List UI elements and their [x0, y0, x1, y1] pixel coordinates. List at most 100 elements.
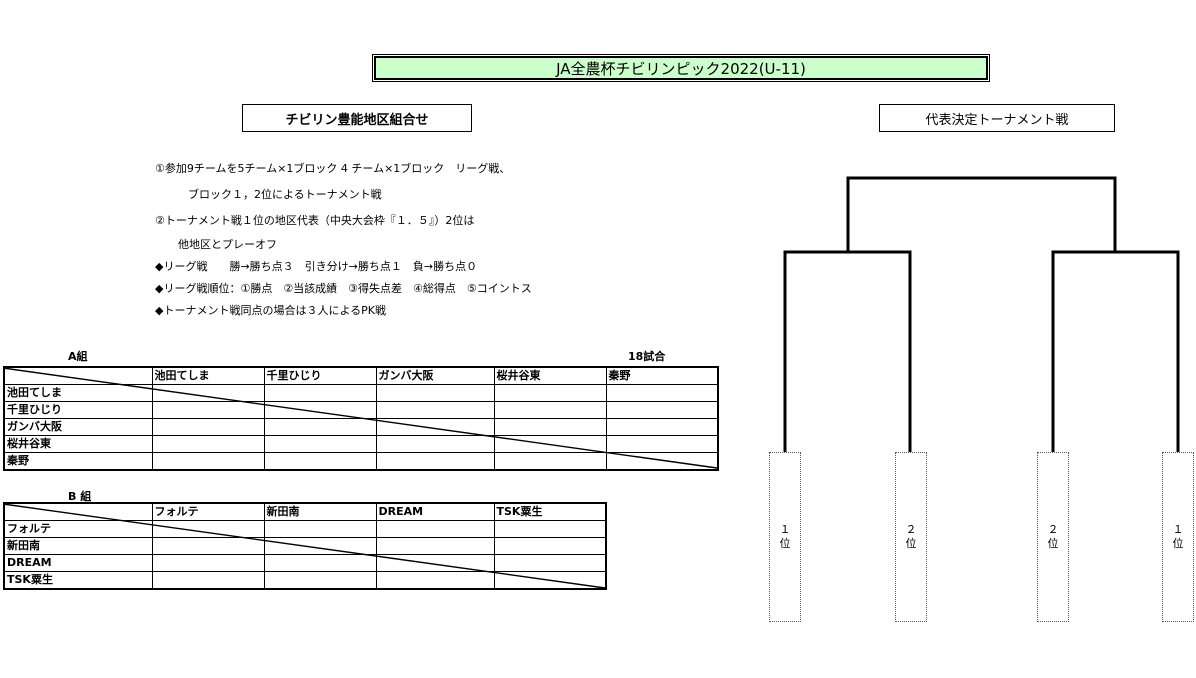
slot-1: １ 位: [769, 452, 801, 622]
score-cell: [151, 418, 265, 436]
slot-suffix: 位: [1047, 537, 1059, 550]
row-header: 秦野: [3, 452, 153, 471]
score-cell: [263, 520, 377, 538]
score-cell: [263, 435, 377, 453]
slot-rank: ２: [905, 523, 917, 536]
row-header: TSK粟生: [3, 571, 153, 590]
column-header: フォルテ: [151, 502, 265, 521]
note-line-1: ①参加9チームを5チーム×1ブロック 4 チーム×1ブロック リーグ戦、: [155, 162, 511, 175]
group-b-label: B 組: [68, 490, 92, 503]
score-cell: [263, 384, 377, 402]
score-cell: [151, 452, 265, 471]
score-cell: [493, 435, 607, 453]
score-cell: [605, 435, 719, 453]
score-cell: [151, 384, 265, 402]
slot-4: １ 位: [1162, 452, 1194, 622]
group-b-table: フォルテ 新田南 DREAM TSK粟生 フォルテ 新田南 DREAM TSK粟…: [3, 502, 607, 590]
table-header-row: フォルテ 新田南 DREAM TSK粟生: [3, 502, 607, 521]
column-header: TSK粟生: [493, 502, 607, 521]
note-line-2: ブロック１，2位によるトーナメント戦: [188, 188, 382, 201]
table-row: フォルテ: [3, 520, 607, 538]
note-line-6: ◆リーグ戦順位：①勝点 ②当該成績 ③得失点差 ④総得点 ⑤コイントス: [155, 282, 532, 295]
score-cell: [375, 401, 495, 419]
slot-2: ２ 位: [895, 452, 927, 622]
score-cell: [151, 520, 265, 538]
tournament-bracket: [783, 176, 1180, 452]
score-cell: [263, 537, 377, 555]
score-cell: [151, 571, 265, 590]
score-cell: [375, 537, 495, 555]
score-cell: [151, 435, 265, 453]
score-cell: [151, 401, 265, 419]
score-cell: [605, 384, 719, 402]
score-cell: [263, 571, 377, 590]
score-cell: [263, 418, 377, 436]
slot-suffix: 位: [905, 537, 917, 550]
score-cell: [375, 554, 495, 572]
row-header: 新田南: [3, 537, 153, 555]
slot-3: ２ 位: [1037, 452, 1069, 622]
corner-cell: [3, 502, 153, 521]
score-cell: [263, 452, 377, 471]
score-cell: [375, 384, 495, 402]
score-cell: [493, 537, 607, 555]
table-row: 秦野: [3, 452, 719, 471]
table-row: TSK粟生: [3, 571, 607, 590]
group-a-match-count: 18試合: [628, 350, 666, 363]
column-header: ガンバ大阪: [375, 366, 495, 385]
score-cell: [493, 452, 607, 471]
score-cell: [493, 571, 607, 590]
row-header: ガンバ大阪: [3, 418, 153, 436]
note-line-4: 他地区とプレーオフ: [178, 238, 277, 251]
note-line-3: ②トーナメント戦１位の地区代表（中央大会枠『１．５』）2位は: [155, 214, 475, 227]
score-cell: [151, 554, 265, 572]
column-header: 新田南: [263, 502, 377, 521]
group-a-label: A組: [68, 350, 88, 363]
table-row: ガンバ大阪: [3, 418, 719, 436]
score-cell: [375, 520, 495, 538]
row-header: DREAM: [3, 554, 153, 572]
corner-cell: [3, 366, 153, 385]
column-header: 池田てしま: [151, 366, 265, 385]
slot-rank: １: [779, 523, 791, 536]
slot-rank: １: [1172, 523, 1184, 536]
score-cell: [375, 435, 495, 453]
page-title: JA全農杯チビリンピック2022(U-11): [372, 54, 990, 82]
row-header: 池田てしま: [3, 384, 153, 402]
column-header: DREAM: [375, 502, 495, 521]
group-a-table: 池田てしま 千里ひじり ガンバ大阪 桜井谷東 秦野 池田てしま 千里ひじり ガン…: [3, 366, 719, 471]
score-cell: [493, 520, 607, 538]
score-cell: [493, 401, 607, 419]
score-cell: [605, 401, 719, 419]
score-cell: [493, 384, 607, 402]
slot-rank: ２: [1047, 523, 1059, 536]
note-line-5: ◆リーグ戦 勝→勝ち点３ 引き分け→勝ち点１ 負→勝ち点０: [155, 260, 478, 273]
score-cell: [375, 571, 495, 590]
table-row: DREAM: [3, 554, 607, 572]
score-cell: [263, 401, 377, 419]
bracket-final: [846, 176, 1117, 252]
score-cell: [375, 418, 495, 436]
score-cell: [605, 418, 719, 436]
table-row: 池田てしま: [3, 384, 719, 402]
bracket-left-match: [783, 250, 912, 452]
score-cell: [263, 554, 377, 572]
tournament-heading: 代表決定トーナメント戦: [879, 104, 1115, 132]
row-header: 桜井谷東: [3, 435, 153, 453]
slot-suffix: 位: [779, 537, 791, 550]
score-cell: [375, 452, 495, 471]
slot-suffix: 位: [1172, 537, 1184, 550]
score-cell: [605, 452, 719, 471]
column-header: 千里ひじり: [263, 366, 377, 385]
combination-heading: チビリン豊能地区組合せ: [242, 104, 472, 132]
score-cell: [151, 537, 265, 555]
table-row: 千里ひじり: [3, 401, 719, 419]
note-line-7: ◆トーナメント戦同点の場合は３人によるPK戦: [155, 304, 386, 317]
table-row: 新田南: [3, 537, 607, 555]
row-header: フォルテ: [3, 520, 153, 538]
table-row: 桜井谷東: [3, 435, 719, 453]
bracket-right-match: [1051, 250, 1180, 452]
column-header: 秦野: [605, 366, 719, 385]
column-header: 桜井谷東: [493, 366, 607, 385]
table-header-row: 池田てしま 千里ひじり ガンバ大阪 桜井谷東 秦野: [3, 366, 719, 385]
